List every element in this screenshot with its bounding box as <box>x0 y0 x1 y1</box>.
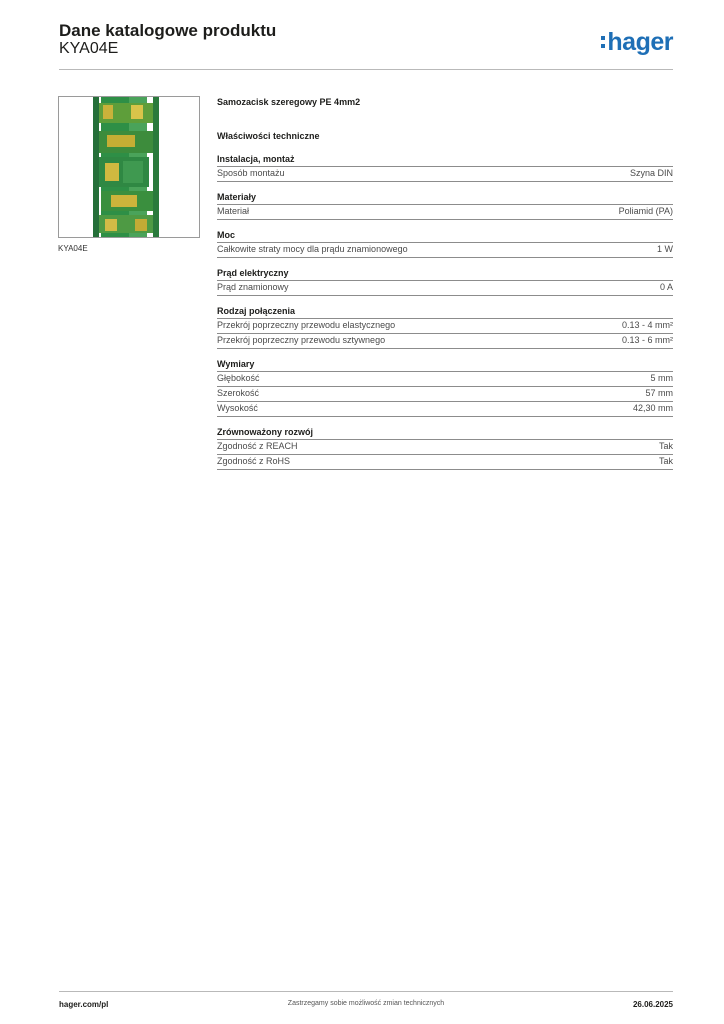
section-title: Rodzaj połączenia <box>217 305 673 319</box>
property-row: Sposób montażu Szyna DIN <box>217 167 673 182</box>
terminal-block-picture <box>59 97 199 237</box>
page-footer: hager.com/pl Zastrzegamy sobie możliwość… <box>59 991 673 1014</box>
property-value: 1 W <box>656 244 673 254</box>
section-title: Moc <box>217 229 673 243</box>
property-row: Szerokość 57 mm <box>217 387 673 402</box>
property-label: Przekrój poprzeczny przewodu sztywnego <box>217 335 386 345</box>
property-row: Całkowite straty mocy dla prądu znamiono… <box>217 243 673 258</box>
property-label: Zgodność z RoHS <box>217 456 291 466</box>
section-title: Instalacja, montaż <box>217 153 673 167</box>
section-sustainability: Zrównoważony rozwój Zgodność z REACH Tak… <box>217 426 673 470</box>
section-installation: Instalacja, montaż Sposób montażu Szyna … <box>217 153 673 182</box>
property-value: Tak <box>658 456 673 466</box>
hager-logo: hager <box>601 29 673 55</box>
property-row: Wysokość 42,30 mm <box>217 402 673 417</box>
property-row: Zgodność z REACH Tak <box>217 440 673 455</box>
property-row: Materiał Poliamid (PA) <box>217 205 673 220</box>
property-label: Przekrój poprzeczny przewodu elastyczneg… <box>217 320 396 330</box>
property-row: Prąd znamionowy 0 A <box>217 281 673 296</box>
product-details: Samozacisk szeregowy PE 4mm2 Właściwości… <box>217 96 673 470</box>
page-header: Dane katalogowe produktu KYA04E hager <box>59 21 673 70</box>
property-row: Głębokość 5 mm <box>217 372 673 387</box>
property-label: Wysokość <box>217 403 258 413</box>
property-row: Przekrój poprzeczny przewodu sztywnego 0… <box>217 334 673 349</box>
property-value: Poliamid (PA) <box>618 206 673 216</box>
section-materials: Materiały Materiał Poliamid (PA) <box>217 191 673 220</box>
property-value: 0.13 - 4 mm² <box>621 320 673 330</box>
property-label: Szerokość <box>217 388 260 398</box>
section-title: Zrównoważony rozwój <box>217 426 673 440</box>
footer-date: 26.06.2025 <box>632 1000 673 1009</box>
property-label: Sposób montażu <box>217 168 285 178</box>
image-caption: KYA04E <box>58 244 88 253</box>
property-value: 57 mm <box>645 388 673 398</box>
section-title: Wymiary <box>217 358 673 372</box>
property-label: Zgodność z REACH <box>217 441 298 451</box>
logo-dots-icon <box>601 36 606 48</box>
property-label: Prąd znamionowy <box>217 282 289 292</box>
property-value: 5 mm <box>650 373 674 383</box>
property-value: 0.13 - 6 mm² <box>621 335 673 345</box>
property-label: Materiał <box>217 206 250 216</box>
section-current: Prąd elektryczny Prąd znamionowy 0 A <box>217 267 673 296</box>
section-title: Materiały <box>217 191 673 205</box>
footer-disclaimer: Zastrzegamy sobie możliwość zmian techni… <box>287 1000 445 1007</box>
page-title: Dane katalogowe produktu <box>59 21 277 40</box>
property-value: 42,30 mm <box>632 403 673 413</box>
section-dimensions: Wymiary Głębokość 5 mm Szerokość 57 mm W… <box>217 358 673 417</box>
product-image <box>58 96 200 238</box>
section-connection: Rodzaj połączenia Przekrój poprzeczny pr… <box>217 305 673 349</box>
property-value: Szyna DIN <box>629 168 673 178</box>
property-row: Zgodność z RoHS Tak <box>217 455 673 470</box>
property-label: Głębokość <box>217 373 260 383</box>
footer-website: hager.com/pl <box>59 1000 109 1009</box>
product-name: Samozacisk szeregowy PE 4mm2 <box>217 97 361 107</box>
property-row: Przekrój poprzeczny przewodu elastyczneg… <box>217 319 673 334</box>
section-power: Moc Całkowite straty mocy dla prądu znam… <box>217 229 673 258</box>
section-title: Prąd elektryczny <box>217 267 673 281</box>
logo-text: hager <box>607 27 673 56</box>
property-value: 0 A <box>659 282 673 292</box>
property-label: Całkowite straty mocy dla prądu znamiono… <box>217 244 408 254</box>
property-value: Tak <box>658 441 673 451</box>
product-code: KYA04E <box>59 40 119 57</box>
properties-heading: Właściwości techniczne <box>217 131 320 141</box>
